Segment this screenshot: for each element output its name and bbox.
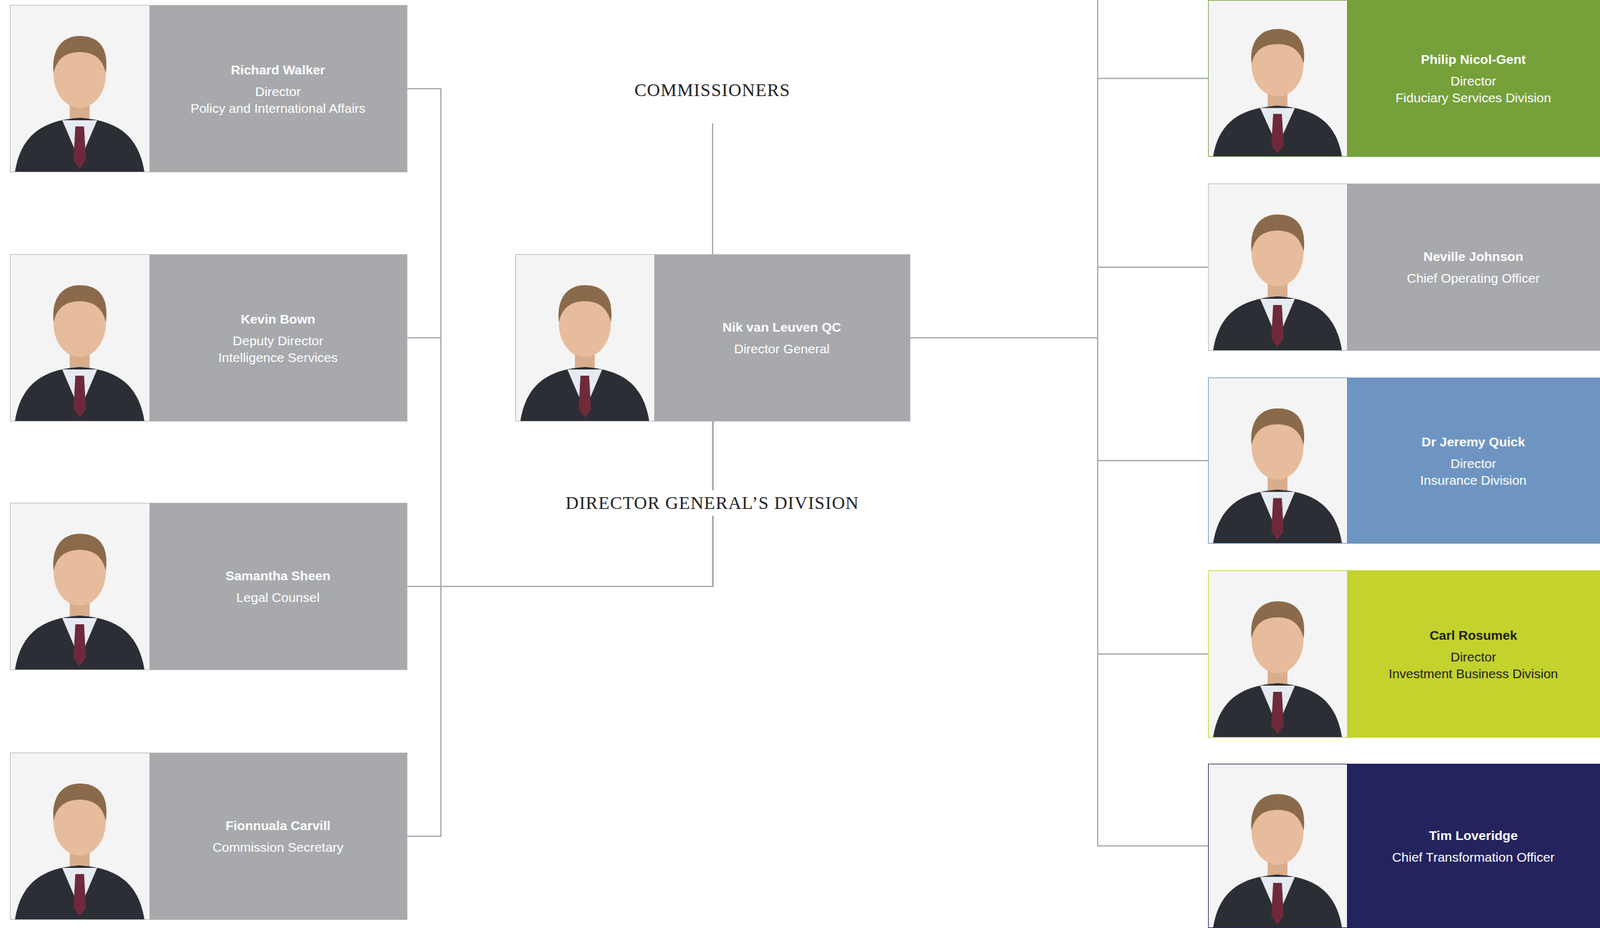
- portrait: [1208, 183, 1347, 352]
- portrait: [9, 502, 150, 671]
- job-title: Director: [1450, 455, 1497, 472]
- bus-line: [1097, 0, 1099, 81]
- job-title: Commission Secretary: [212, 839, 344, 856]
- name-panel: Fionnuala CarvillCommission Secretary: [149, 753, 408, 920]
- name-panel: Richard WalkerDirectorPolicy and Interna…: [149, 5, 408, 172]
- job-title: Director General: [734, 340, 830, 358]
- person-name: Kevin Bown: [240, 310, 316, 328]
- job-title: Policy and International Affairs: [190, 99, 366, 117]
- reporting-line: [910, 267, 1209, 338]
- name-panel: Kevin BownDeputy DirectorIntelligence Se…: [149, 254, 408, 422]
- name-panel: Nik van Leuven QC Director General: [654, 254, 911, 422]
- job-title: Director: [254, 83, 301, 100]
- portrait: [515, 254, 655, 422]
- person-box: Dr Jeremy QuickDirectorInsurance Divisio…: [1208, 377, 1600, 544]
- person-name: Carl Rosumek: [1429, 626, 1517, 644]
- portrait: [1208, 764, 1347, 928]
- section-heading: DIRECTOR GENERAL’S DIVISION: [558, 490, 867, 516]
- job-title: Director: [1450, 72, 1497, 90]
- name-panel: Samantha SheenLegal Counsel: [149, 503, 408, 670]
- reporting-line: [910, 337, 1209, 847]
- person-box: Neville JohnsonChief Operating Officer: [1208, 183, 1600, 352]
- person-name: Richard Walker: [230, 61, 325, 79]
- section-heading: COMMISSIONERS: [626, 77, 799, 103]
- job-title: Director: [1450, 648, 1497, 666]
- reporting-line: [407, 421, 714, 837]
- job-title: Chief Operating Officer: [1407, 269, 1540, 287]
- portrait: [9, 4, 150, 173]
- person-box: Philip Nicol-GentDirectorFiduciary Servi…: [1208, 0, 1600, 157]
- name-panel: Tim LoveridgeChief Transformation Office…: [1346, 764, 1600, 928]
- reporting-line: [910, 337, 1209, 461]
- person-box: Richard WalkerDirectorPolicy and Interna…: [9, 4, 408, 173]
- portrait: [1208, 0, 1347, 157]
- portrait: [9, 254, 150, 422]
- person-box: Fionnuala CarvillCommission Secretary: [9, 752, 408, 921]
- job-title: Legal Counsel: [236, 589, 320, 606]
- reporting-line: [910, 337, 1209, 655]
- job-title: Chief Transformation Officer: [1392, 848, 1555, 866]
- person-name: Tim Loveridge: [1428, 827, 1518, 845]
- job-title: Fiduciary Services Division: [1395, 89, 1552, 107]
- person-box: Nik van Leuven QC Director General: [515, 254, 911, 422]
- person-name: Neville Johnson: [1423, 248, 1524, 265]
- portrait: [1208, 377, 1347, 544]
- portrait: [9, 752, 150, 921]
- portrait: [1208, 570, 1347, 738]
- name-panel: Neville JohnsonChief Operating Officer: [1346, 184, 1600, 351]
- name-panel: Carl RosumekDirectorInvestment Business …: [1346, 571, 1600, 738]
- portraits: [9, 0, 1347, 928]
- job-title: Investment Business Division: [1388, 665, 1558, 683]
- person-name: Fionnuala Carvill: [225, 817, 331, 835]
- job-title: Deputy Director: [232, 332, 324, 350]
- leader-line: [711, 123, 714, 255]
- person-box: Carl RosumekDirectorInvestment Business …: [1208, 570, 1600, 738]
- job-title: Insurance Division: [1420, 471, 1527, 489]
- name-panel: Dr Jeremy QuickDirectorInsurance Divisio…: [1346, 378, 1600, 544]
- name-panel: Philip Nicol-GentDirectorFiduciary Servi…: [1346, 0, 1600, 157]
- person-name: Philip Nicol-Gent: [1420, 50, 1526, 68]
- job-title: Intelligence Services: [218, 349, 338, 366]
- reporting-line: [910, 78, 1209, 339]
- person-box: Samantha SheenLegal Counsel: [9, 502, 408, 671]
- person-box: Kevin BownDeputy DirectorIntelligence Se…: [9, 254, 408, 422]
- person-name: Dr Jeremy Quick: [1421, 433, 1525, 451]
- person-name: Nik van Leuven QC: [722, 318, 841, 336]
- person-name: Samantha Sheen: [225, 567, 331, 585]
- person-box: Tim LoveridgeChief Transformation Office…: [1208, 764, 1600, 928]
